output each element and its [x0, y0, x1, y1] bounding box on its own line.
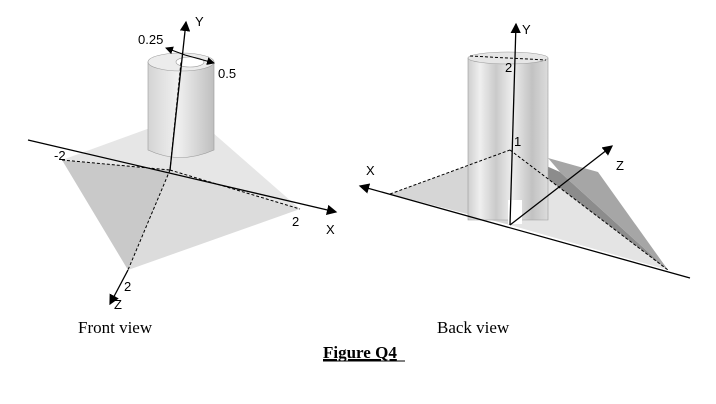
- back-y-label: Y: [522, 22, 531, 37]
- front-outer-radius-label: 0.5: [218, 66, 236, 81]
- front-pyramid-face-right: [128, 170, 300, 270]
- front-y-axis: [169, 20, 191, 171]
- front-view-caption: Front view: [78, 318, 153, 337]
- back-z-label: Z: [616, 158, 624, 173]
- front-neg-two-label: -2: [54, 148, 66, 163]
- back-view-caption: Back view: [437, 318, 510, 337]
- back-dash-top: [469, 55, 547, 61]
- front-dash-z: [127, 169, 171, 271]
- front-cylinder-hole: [175, 56, 205, 68]
- front-z-two-label: 2: [124, 279, 131, 294]
- front-inner-radius-label: 0.25: [138, 32, 163, 47]
- back-dash-z: [509, 149, 669, 271]
- back-cylinder-top: [467, 51, 549, 65]
- front-x-label: X: [326, 222, 335, 237]
- back-y-one-label: 1: [514, 134, 521, 149]
- front-pyramid-face-left: [62, 160, 170, 270]
- front-dash-neg-x: [61, 159, 171, 171]
- front-z-label: Z: [114, 297, 122, 312]
- back-y-axis: [509, 22, 521, 226]
- back-pyramid-face-right: [510, 150, 668, 270]
- front-dash-pos-x: [169, 169, 301, 210]
- front-cylinder-body: [147, 61, 215, 158]
- front-inner-radius-arrow: [165, 46, 186, 56]
- figure-title: Figure Q4: [323, 343, 397, 362]
- back-pyramid-face-right-edge: [548, 158, 668, 270]
- front-z-axis: [109, 269, 129, 306]
- front-pyramid-face-back: [62, 128, 300, 209]
- front-dash-y: [169, 61, 182, 171]
- back-z-axis: [509, 145, 614, 226]
- back-dash-x: [389, 149, 511, 195]
- back-x-axis: [358, 183, 691, 279]
- front-x-two-label: 2: [292, 214, 299, 229]
- front-view: Y X Z -2 2 2 0.25 0.5 Front view: [27, 14, 338, 337]
- back-y-two-label: 2: [505, 60, 512, 75]
- front-x-axis: [27, 139, 338, 215]
- front-y-label: Y: [195, 14, 204, 29]
- back-view: Y X Z 2 1 Back view: [358, 22, 691, 337]
- back-cylinder-body: [467, 57, 549, 221]
- front-outer-radius-arrow: [184, 54, 215, 65]
- back-x-label: X: [366, 163, 375, 178]
